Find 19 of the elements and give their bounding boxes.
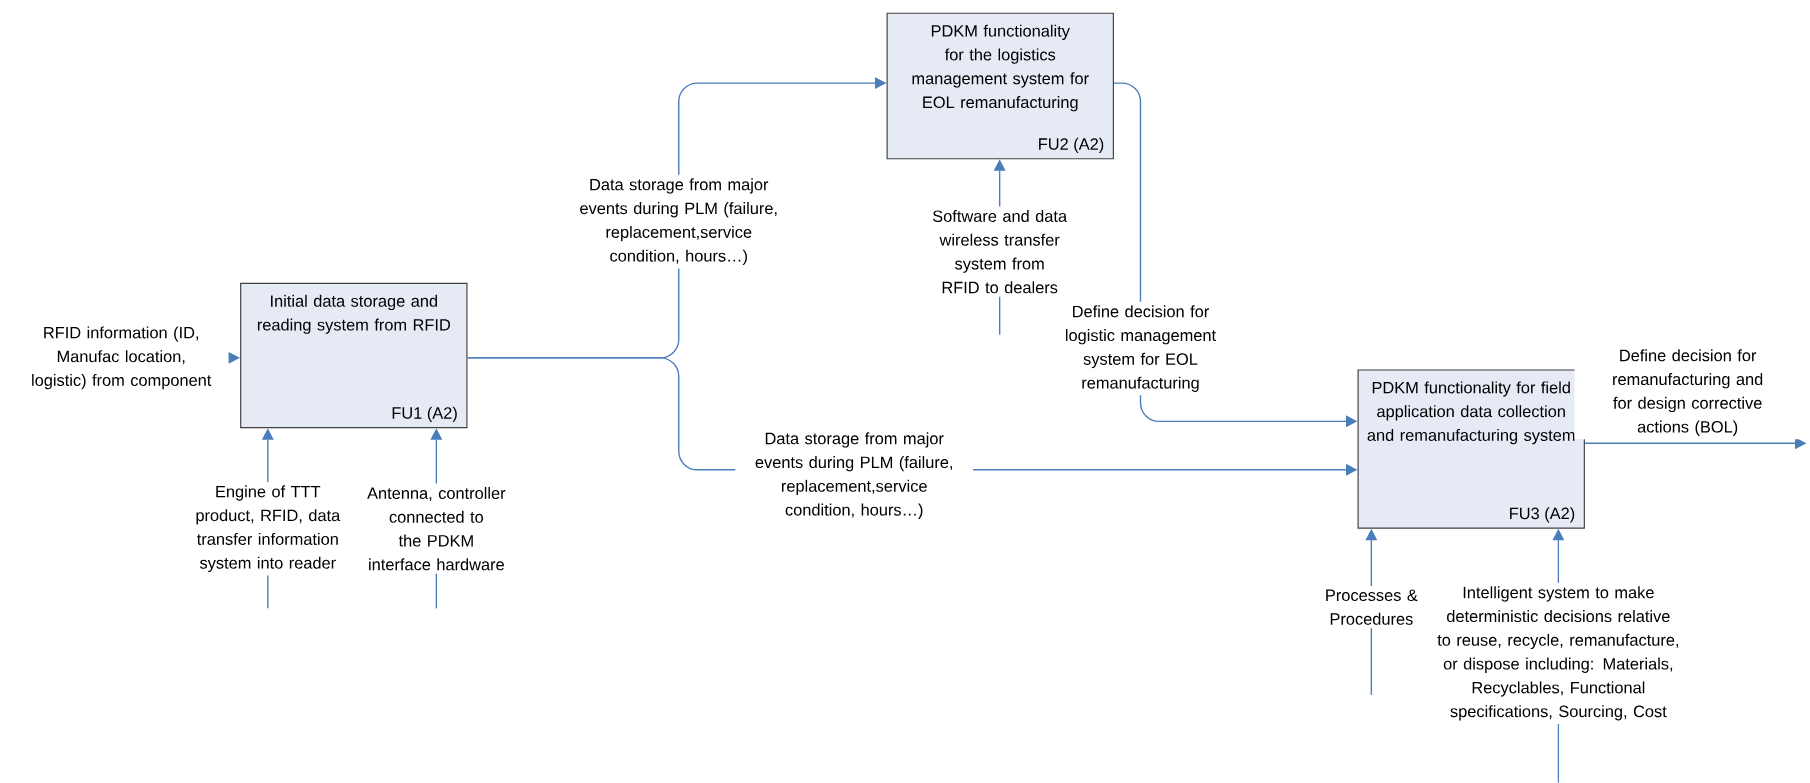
function-box <box>240 283 468 429</box>
edge-label: Data storage from major events during PLM (failure, replacement,service condition, hours…) <box>735 429 974 523</box>
box-tag: FU3 (A2) <box>1510 507 1575 523</box>
edge-label: Engine of TTT product, RFID, data transfer information system into reader <box>177 482 358 576</box>
box-title: Initial data storage and reading system from RFID <box>257 295 450 335</box>
box-title: PDKM functionality for the logistics management system for EOL remanufacturing <box>912 24 1089 112</box>
edge-label: Antenna, controller connected to the PDKM interface hardware <box>346 483 527 574</box>
edge-label: Define decision for remanufacturing and for design corrective actions (BOL) <box>1574 346 1801 440</box>
edge-label: Define decision for logistic management system for EOL remanufacturing <box>1047 302 1234 396</box>
edge-label: Processes & Procedures <box>1313 586 1430 629</box>
function-box <box>1357 369 1585 529</box>
input-label: RFID information (ID, Manufac location, logistic) from component <box>32 326 212 390</box>
box-title: PDKM functionality for field application data collection and remanufacturing system <box>1367 381 1575 445</box>
function-box <box>886 12 1114 160</box>
edge-label: Intelligent system to make deterministic decisions relative to reuse, recycle, remanufacture, or dispose including: Materials, Recyclables, Functional specifications, Sourcing, Cost <box>1433 583 1684 725</box>
box-tag: FU2 (A2) <box>1039 138 1104 154</box>
edge-label: Software and data wireless transfer system from RFID to dealers <box>909 206 1090 297</box>
box-tag: FU1 (A2) <box>392 406 457 423</box>
edge-label: Data storage from major events during PLM (failure, replacement,service condition, hours…) <box>559 175 798 269</box>
